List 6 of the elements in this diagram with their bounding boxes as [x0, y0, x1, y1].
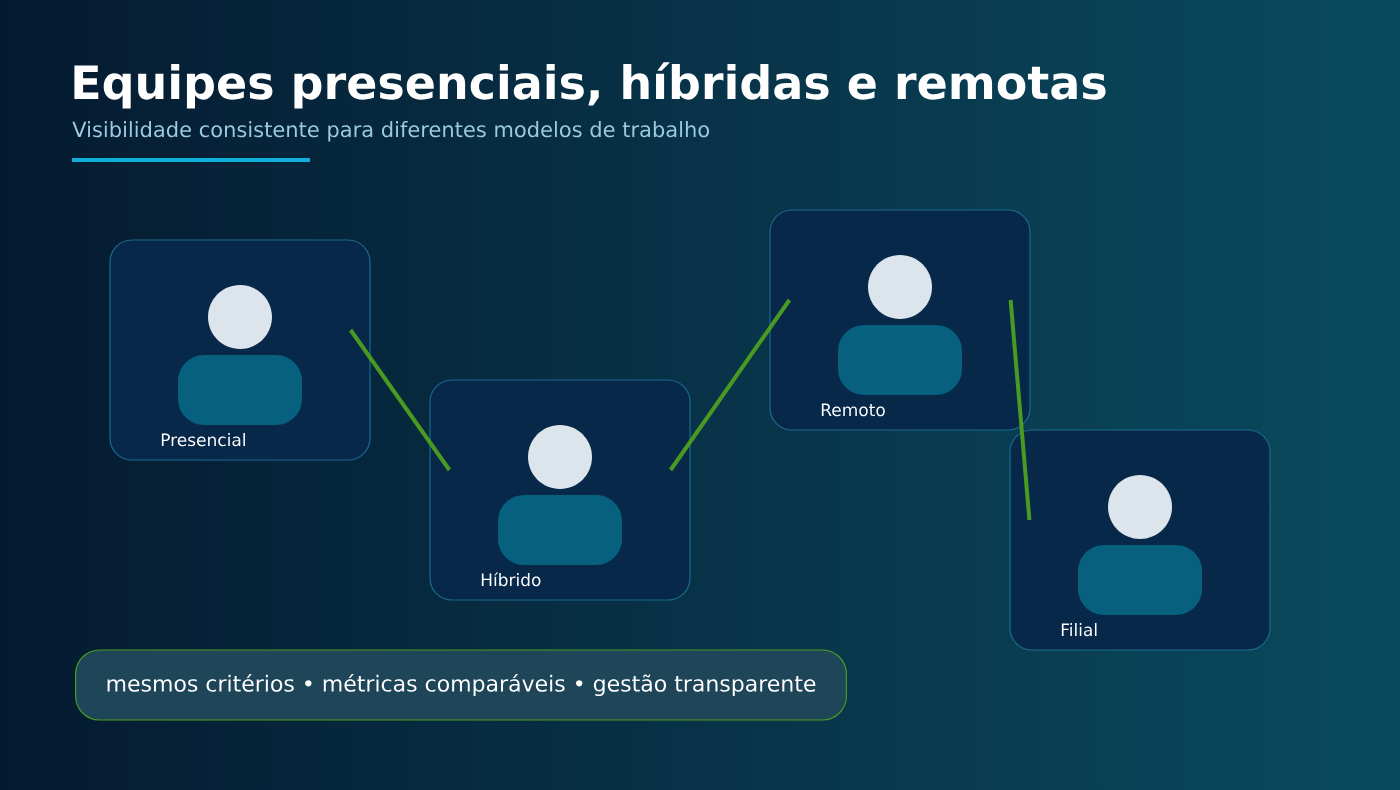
title: Equipes presenciais, híbridas e remotas	[74, 62, 1106, 109]
subtitle: Visibilidade consistente para diferentes modelos de trabalho	[72, 121, 710, 142]
connector-line	[668, 298, 792, 472]
summary-banner: mesmos critérios • métricas comparáveis • gestão transparente	[75, 649, 847, 721]
connector-line	[348, 328, 452, 472]
connector-line	[1008, 299, 1032, 521]
